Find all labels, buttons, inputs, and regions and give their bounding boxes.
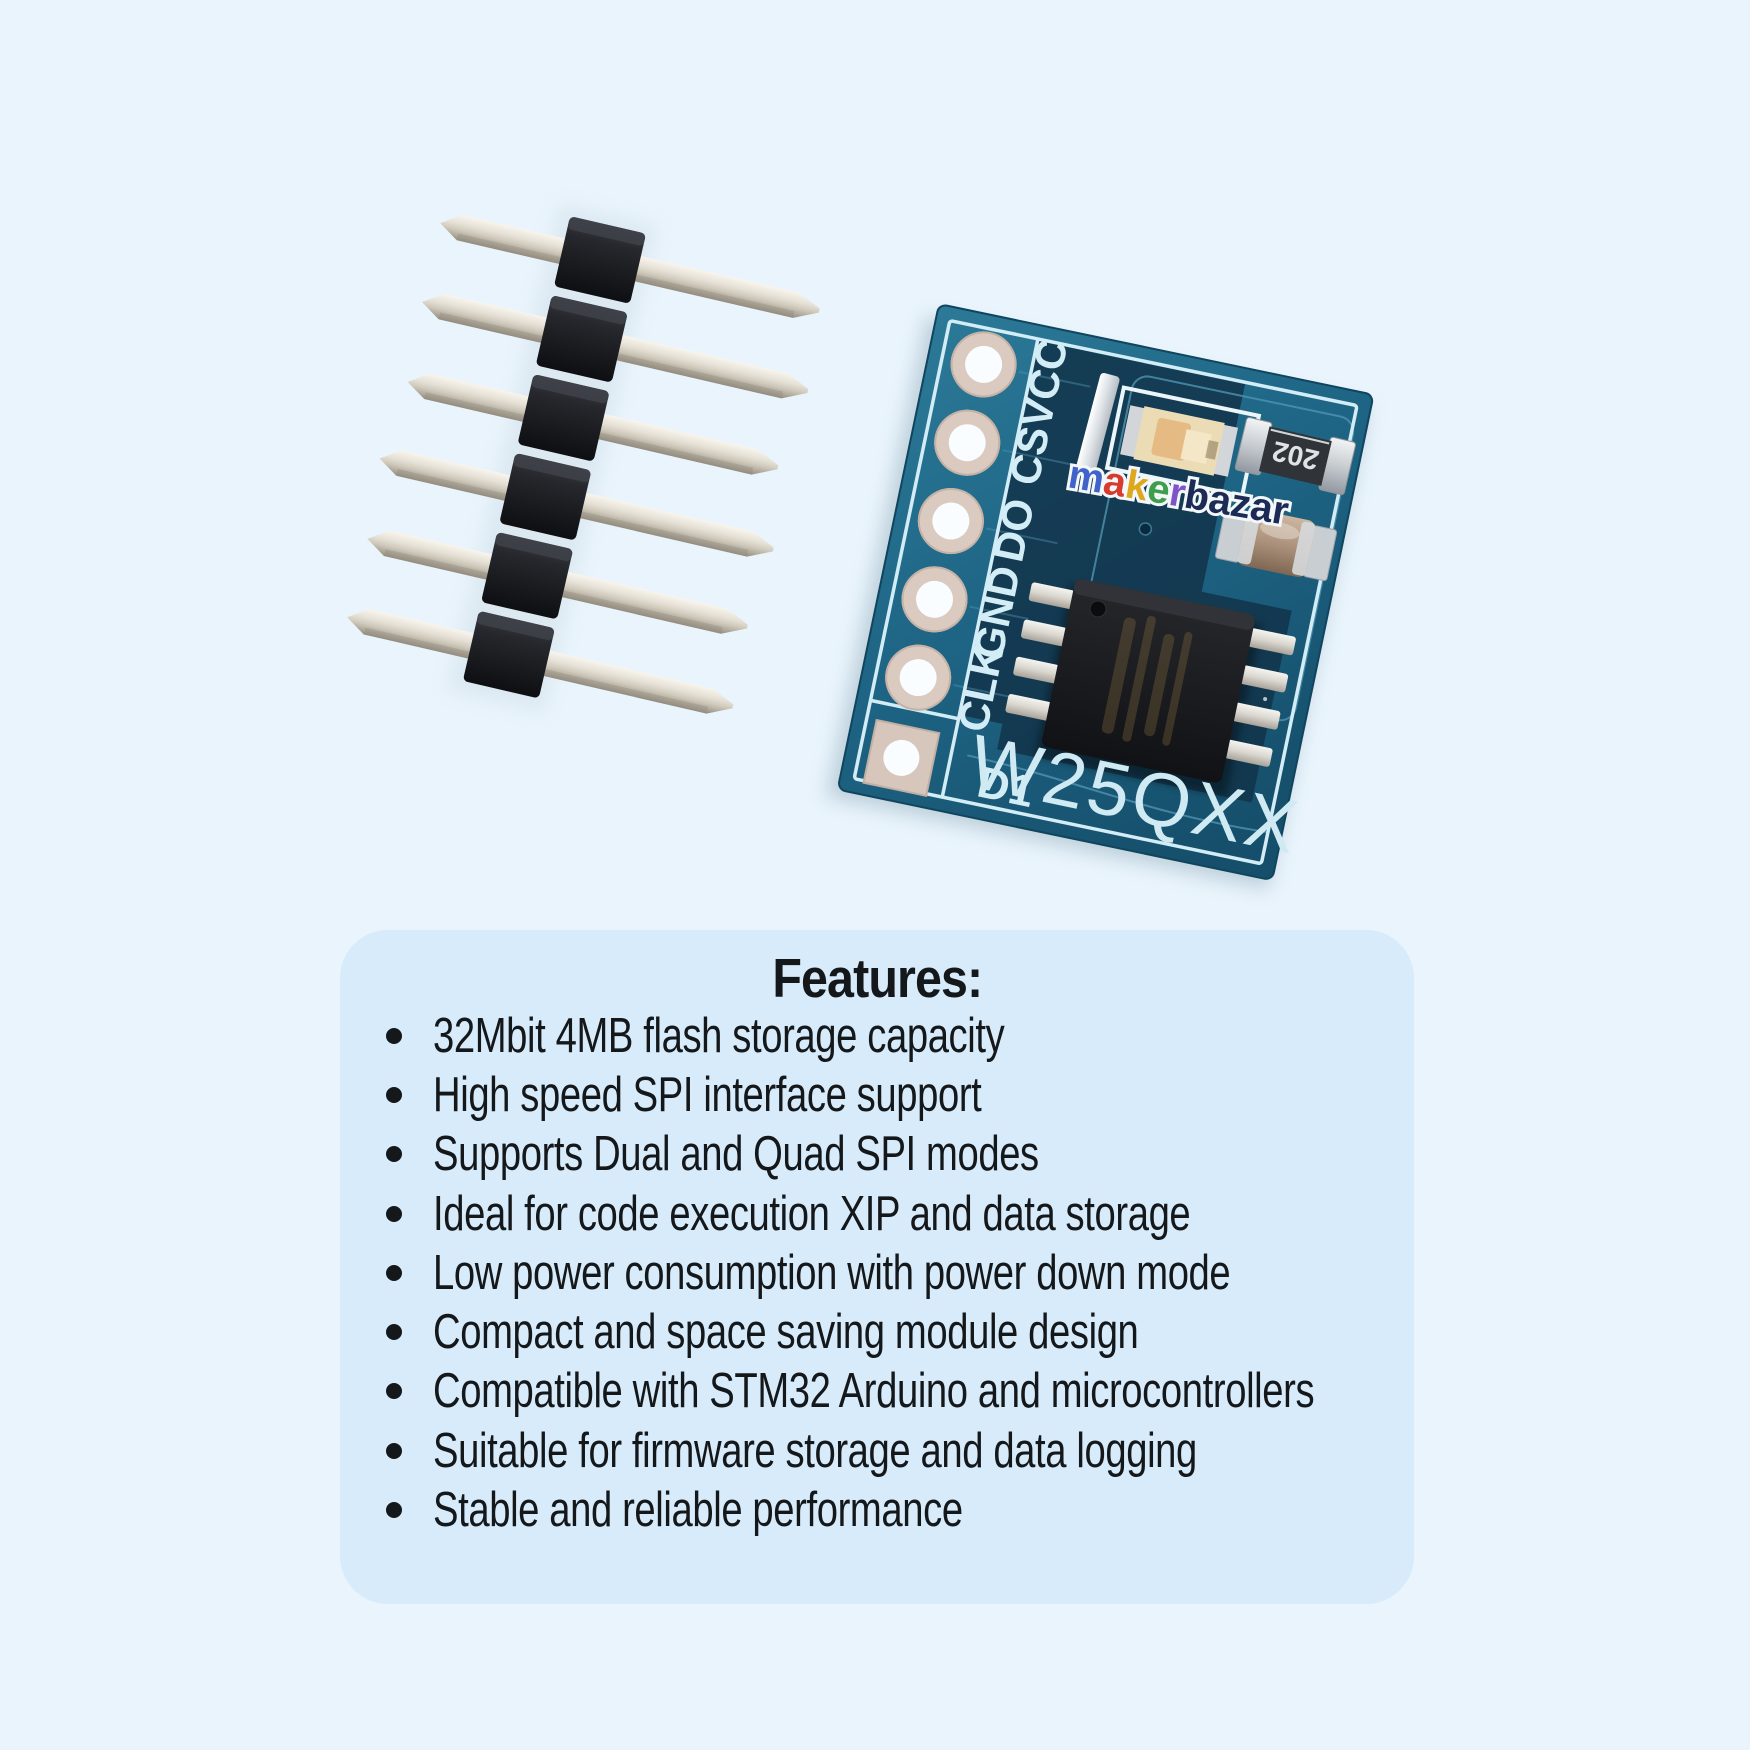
flash-chip bbox=[1005, 579, 1296, 798]
chip-pins-right bbox=[1224, 628, 1296, 767]
feature-item: Ideal for code execution XIP and data st… bbox=[386, 1184, 1394, 1243]
feature-item: Compact and space saving module design bbox=[386, 1302, 1394, 1361]
mounting-hole bbox=[950, 331, 1017, 398]
bullet-icon bbox=[386, 1324, 402, 1341]
header-pin-block bbox=[500, 453, 591, 540]
feature-text: 32Mbit 4MB flash storage capacity bbox=[433, 1008, 1005, 1063]
pin-holes bbox=[862, 331, 1017, 797]
header-pin-block bbox=[518, 374, 609, 461]
feature-item: High speed SPI interface support bbox=[386, 1065, 1394, 1124]
feature-text: Suitable for firmware storage and data l… bbox=[433, 1423, 1197, 1478]
feature-text: Low power consumption with power down mo… bbox=[433, 1245, 1231, 1300]
chip-markings bbox=[1101, 616, 1193, 746]
mounting-hole bbox=[917, 488, 984, 555]
header-pin-block bbox=[482, 532, 573, 619]
header-pin-block bbox=[463, 611, 554, 698]
feature-item: Supports Dual and Quad SPI modes bbox=[386, 1125, 1394, 1184]
feature-text: Compatible with STM32 Arduino and microc… bbox=[433, 1364, 1315, 1419]
header-pin-block bbox=[536, 296, 627, 382]
feature-item: Compatible with STM32 Arduino and microc… bbox=[386, 1362, 1394, 1421]
feature-text: Compact and space saving module design bbox=[433, 1305, 1139, 1360]
features-title: Features: bbox=[772, 947, 983, 1009]
silkscreen-border bbox=[852, 319, 1359, 865]
pin-label-d1: D1 bbox=[973, 758, 1038, 817]
bullet-icon bbox=[386, 1442, 402, 1459]
feature-item: Suitable for firmware storage and data l… bbox=[386, 1421, 1394, 1480]
feature-text: Supports Dual and Quad SPI modes bbox=[433, 1127, 1039, 1182]
led bbox=[1120, 405, 1239, 477]
feature-item: 32Mbit 4MB flash storage capacity bbox=[386, 1006, 1394, 1065]
chip-pin1-dot bbox=[1089, 600, 1107, 618]
feature-text: Stable and reliable performance bbox=[433, 1483, 963, 1538]
bullet-icon bbox=[386, 1383, 402, 1400]
header-pin-block bbox=[554, 217, 646, 303]
bullet-icon bbox=[386, 1086, 402, 1103]
feature-item: Stable and reliable performance bbox=[386, 1480, 1394, 1539]
chip-pins-left bbox=[1005, 582, 1075, 721]
bullet-icon bbox=[386, 1027, 402, 1044]
mounting-hole bbox=[901, 566, 968, 633]
resistor-202: 202 bbox=[1234, 417, 1357, 496]
reflective-strip bbox=[1076, 373, 1120, 472]
feature-text: High speed SPI interface support bbox=[433, 1067, 982, 1122]
pin-label-cs: CS bbox=[1000, 422, 1058, 489]
via bbox=[1138, 522, 1153, 536]
feature-item: Low power consumption with power down mo… bbox=[386, 1243, 1394, 1302]
feature-text: Ideal for code execution XIP and data st… bbox=[433, 1186, 1191, 1241]
features-panel: Features: 32Mbit 4MB flash storage capac… bbox=[340, 930, 1414, 1604]
pcb-module: VCC CS DO GND CLK D1 bbox=[825, 304, 1374, 890]
bullet-icon bbox=[386, 1502, 402, 1519]
capacitor bbox=[1214, 506, 1338, 582]
header-plastic-blocks bbox=[463, 217, 646, 698]
bullet-icon bbox=[386, 1146, 402, 1163]
square-pad-hole bbox=[862, 718, 941, 797]
mounting-hole bbox=[885, 644, 952, 711]
product-photo: VCC CS DO GND CLK D1 bbox=[347, 203, 1374, 890]
chip-body bbox=[1042, 579, 1255, 783]
bullet-icon bbox=[386, 1264, 402, 1281]
pin-header bbox=[347, 203, 820, 714]
bullet-icon bbox=[386, 1205, 402, 1222]
mounting-hole bbox=[934, 409, 1001, 476]
feature-list: 32Mbit 4MB flash storage capacity High s… bbox=[386, 1006, 1394, 1540]
